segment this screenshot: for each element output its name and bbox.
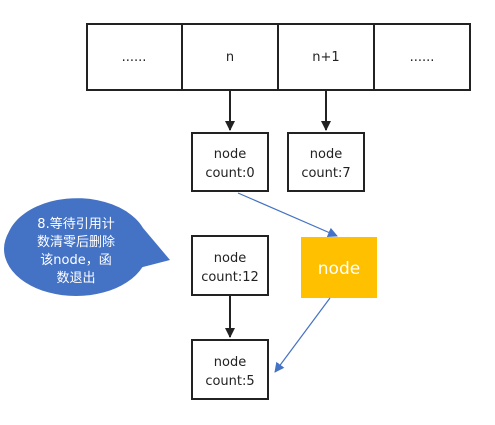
node-box-top-left: node count:0 bbox=[191, 132, 269, 192]
node-label: node bbox=[310, 147, 342, 162]
callout-line-4: 数退出 bbox=[56, 271, 95, 286]
arrow-moving-to-bottom bbox=[274, 297, 331, 373]
moving-node-label: node bbox=[318, 259, 360, 279]
callout-line-3: 该node，函 bbox=[40, 253, 111, 268]
array-cell-label-0: ...... bbox=[122, 50, 147, 65]
array-cell-0 bbox=[86, 23, 183, 91]
node-box-top-right: node count:7 bbox=[287, 132, 365, 192]
node-count: count:5 bbox=[205, 374, 254, 389]
node-count: count:0 bbox=[205, 166, 254, 181]
node-box-bottom: node count:5 bbox=[191, 339, 269, 400]
array-cell-1 bbox=[181, 23, 279, 91]
array-cell-3 bbox=[373, 23, 471, 91]
array-row: ...... n n+1 ...... bbox=[86, 23, 471, 91]
node-label: node bbox=[214, 147, 246, 162]
node-box-mid-left: node count:12 bbox=[191, 235, 269, 296]
array-cell-label-3: ...... bbox=[410, 50, 435, 65]
node-count: count:7 bbox=[301, 166, 350, 181]
node-count: count:12 bbox=[201, 270, 259, 285]
callout-line-2: 数清零后删除 bbox=[37, 235, 115, 250]
arrow-node-to-moving bbox=[237, 192, 338, 238]
callout-bubble: 8.等待引用计 数清零后删除 该node，函 数退出 bbox=[4, 198, 170, 296]
callout-line-1: 8.等待引用计 bbox=[37, 216, 114, 232]
moving-node: node bbox=[301, 237, 377, 298]
array-cell-label-1: n bbox=[226, 50, 234, 65]
node-label: node bbox=[214, 355, 246, 370]
array-cell-label-2: n+1 bbox=[312, 50, 339, 65]
node-label: node bbox=[214, 251, 246, 266]
